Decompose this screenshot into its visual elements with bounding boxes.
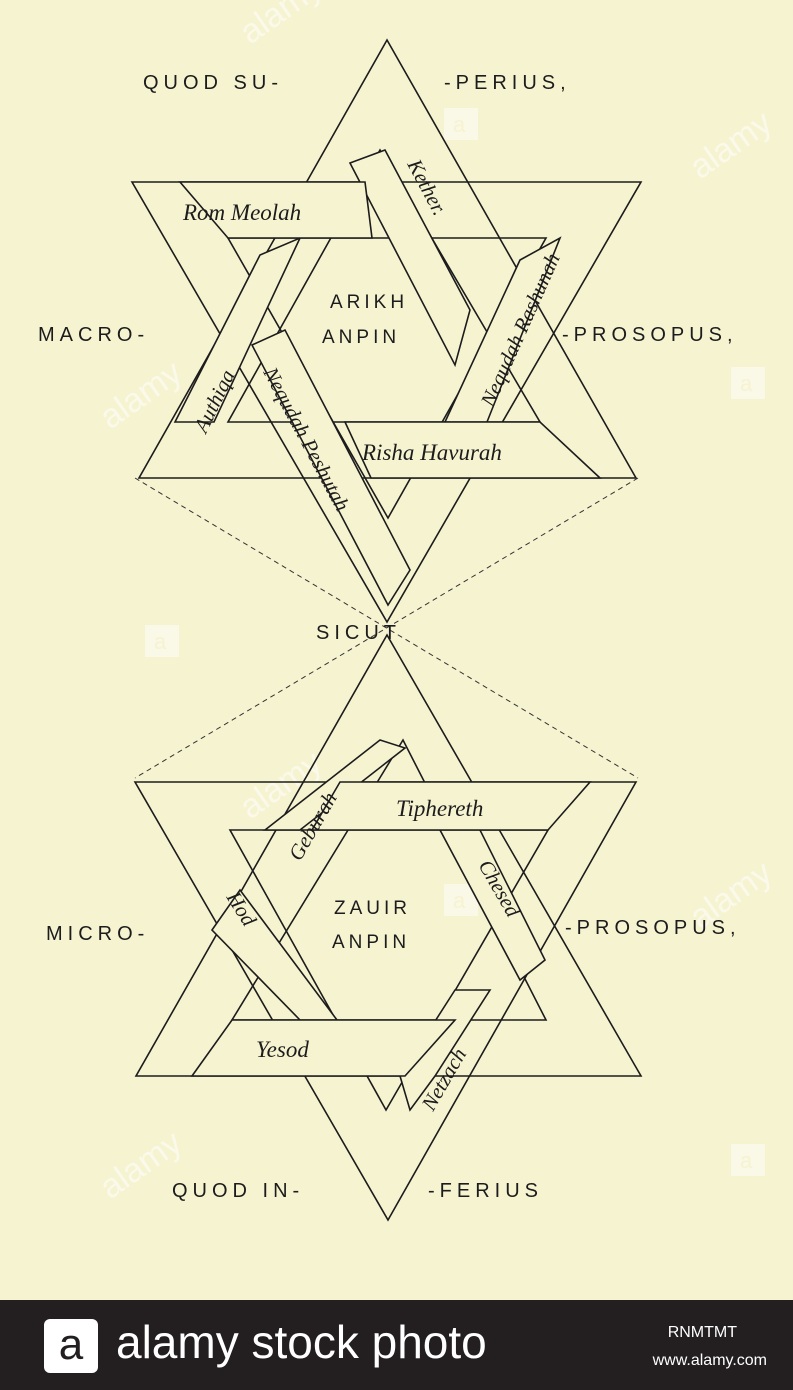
- brand-name: alamy stock photo: [116, 1316, 487, 1368]
- top-hexagram: QUOD SU- -PERIUS, MACRO- -PROSOPUS, ARIK…: [38, 38, 738, 624]
- logo-letter: a: [58, 1320, 84, 1369]
- label-sicut: SICUT: [316, 622, 401, 644]
- watermark-text: alamy: [683, 103, 779, 186]
- watermark-badge: [731, 1144, 765, 1176]
- label-prosopus-bottom: -PROSOPUS,: [565, 917, 741, 939]
- center-anpin-bottom: ANPIN: [332, 932, 410, 953]
- watermark-badge-letter: a: [453, 888, 466, 913]
- band-risha-havurah: [343, 421, 603, 479]
- site-url: www.alamy.com: [652, 1352, 767, 1369]
- label-prosopus-top: -PROSOPUS,: [562, 324, 738, 346]
- watermark-text: alamy: [233, 0, 329, 52]
- label-quod-su: QUOD SU-: [143, 72, 283, 94]
- watermark-text: alamy: [93, 353, 189, 436]
- band-netzach: [399, 989, 492, 1112]
- watermark-badge-letter: a: [154, 629, 167, 654]
- band-nequdah-peshutah: [250, 328, 411, 607]
- watermark-badge-letter: a: [453, 112, 466, 137]
- label-ferius: -FERIUS: [428, 1180, 543, 1202]
- watermark-badge: [444, 108, 478, 140]
- center-arikh: ARIKH: [330, 292, 408, 313]
- band-geburah: [262, 739, 407, 831]
- hexagram-diagram: alamy alamy alamy alamy alamy alamy a a …: [38, 0, 779, 1222]
- watermark-badge-letter: a: [740, 1148, 753, 1173]
- alamy-logo-icon: a: [44, 1319, 98, 1373]
- center-zauir: ZAUIR: [334, 898, 411, 919]
- lower-triangle-outline: [133, 781, 638, 1222]
- upper-triangle-outline: [134, 633, 643, 1077]
- band-kether: [348, 149, 471, 368]
- text-risha-havurah: Risha Havurah: [361, 440, 502, 465]
- stock-photo-footer: a alamy stock photo RNMTMT www.alamy.com: [0, 1300, 793, 1390]
- label-quod-in: QUOD IN-: [172, 1180, 304, 1202]
- dashed-connector: [134, 477, 639, 779]
- watermark-badge: [731, 367, 765, 399]
- label-micro: MICRO-: [46, 923, 149, 945]
- watermark-badge-letter: a: [740, 371, 753, 396]
- watermark-badge: [145, 625, 179, 657]
- band-tiphereth: [310, 781, 592, 831]
- center-anpin-top: ANPIN: [322, 327, 400, 348]
- image-code: RNMTMT: [667, 1324, 737, 1341]
- text-rom-meolah: Rom Meolah: [182, 200, 301, 225]
- text-yesod: Yesod: [256, 1037, 309, 1062]
- label-perius: -PERIUS,: [444, 72, 571, 94]
- band-rom-meolah: [178, 181, 373, 239]
- band-yesod: [190, 1019, 457, 1077]
- label-macro: MACRO-: [38, 324, 149, 346]
- text-tiphereth: Tiphereth: [396, 796, 483, 821]
- bottom-hexagram: MICRO- -PROSOPUS, QUOD IN- -FERIUS ZAUIR…: [46, 633, 741, 1222]
